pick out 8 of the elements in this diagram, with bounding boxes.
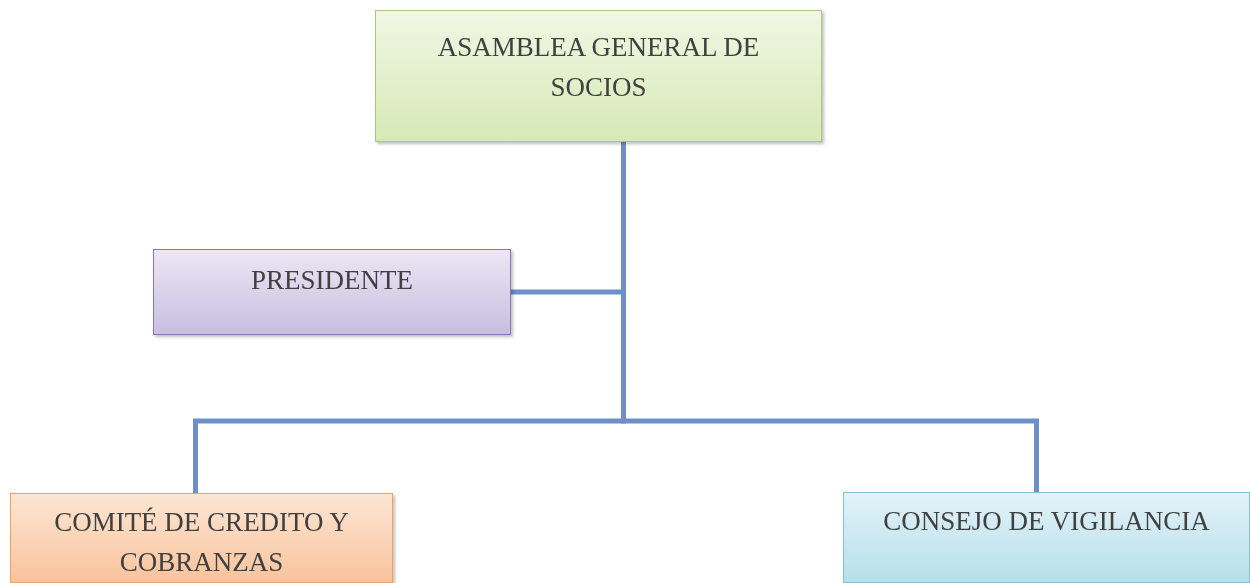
box-title: ASAMBLEA GENERAL DE SOCIOS (436, 31, 761, 104)
org-box (10, 493, 393, 583)
box-title: CONSEJO DE VIGILANCIA (883, 505, 1210, 538)
box-title: COMITÉ DE CREDITO Y COBRANZAS (53, 506, 350, 579)
box-title: PRESIDENTE (251, 264, 413, 297)
org-box (153, 249, 511, 335)
org-box (843, 492, 1250, 583)
org-box (375, 10, 822, 142)
